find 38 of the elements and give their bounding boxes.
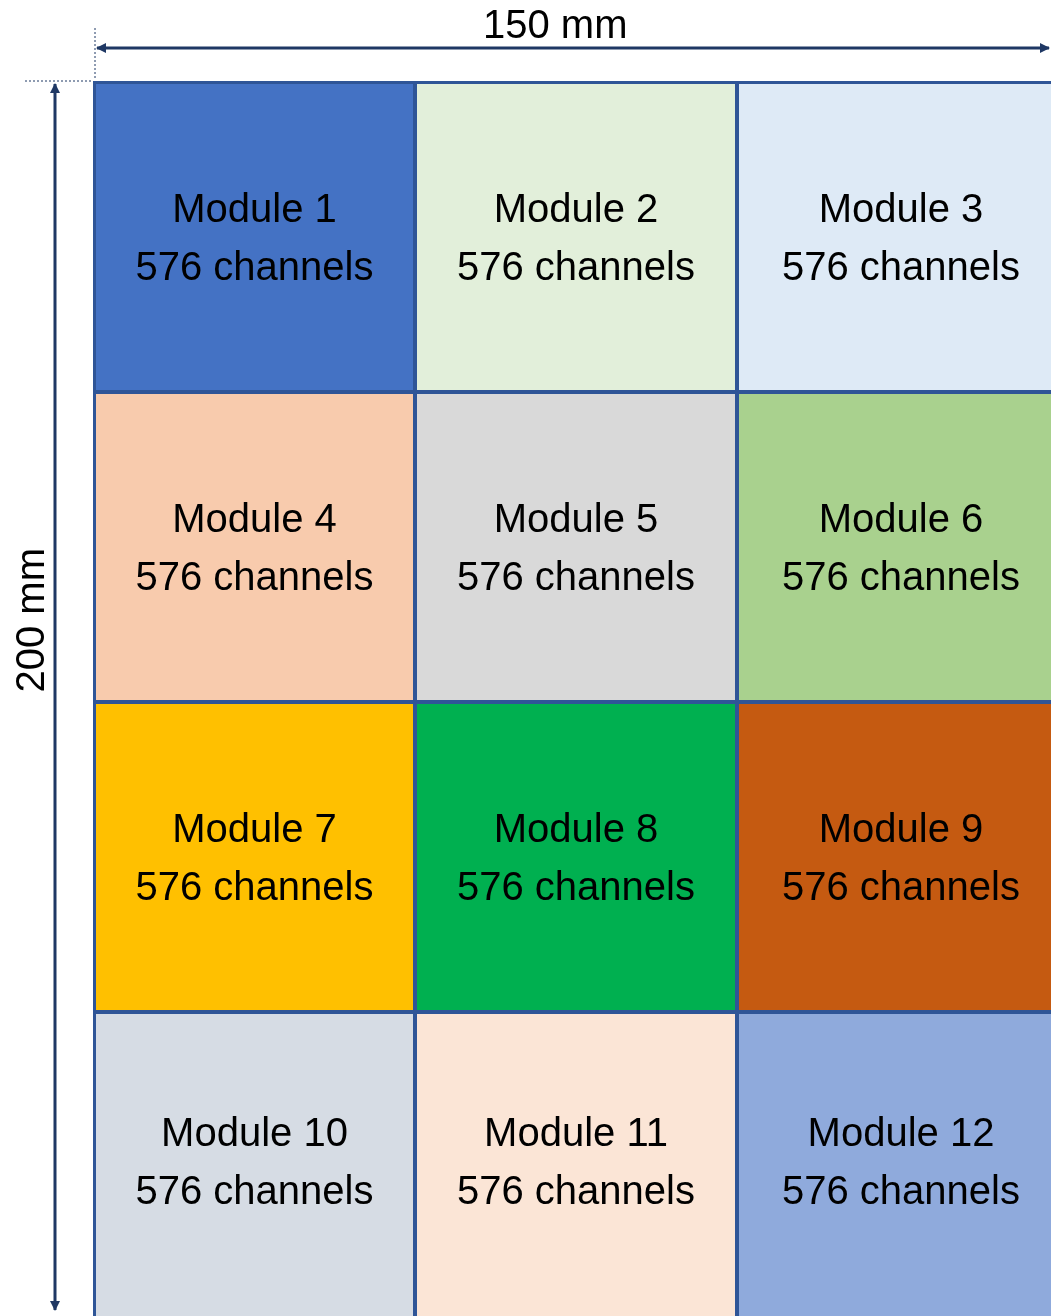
module-tile — [736, 1011, 1051, 1316]
channel-count: 576 channels — [135, 1167, 374, 1214]
module-name: Module 10 — [161, 1109, 348, 1156]
module-tile — [414, 81, 738, 393]
channel-count: 576 channels — [135, 243, 374, 290]
module-name: Module 9 — [818, 805, 984, 852]
module-name: Module 3 — [818, 185, 984, 232]
module-name: Module 12 — [807, 1109, 995, 1156]
dimension-label: 200 mm — [8, 547, 53, 692]
module-name: Module 8 — [493, 805, 659, 852]
channel-count: 576 channels — [782, 243, 1020, 290]
channel-count: 576 channels — [457, 243, 695, 290]
module-name: Module 1 — [172, 185, 337, 232]
module-tile — [93, 81, 416, 393]
module-name: Module 4 — [172, 495, 337, 542]
module-name: Module 11 — [484, 1109, 668, 1156]
module-tile — [414, 391, 738, 703]
module-tile — [736, 701, 1051, 1013]
module-name: Module 2 — [493, 185, 659, 232]
channel-count: 576 channels — [782, 1167, 1020, 1214]
module-name: Module 5 — [493, 495, 659, 542]
channel-count: 576 channels — [457, 863, 695, 910]
dimension-label: 150 mm — [483, 2, 628, 47]
channel-count: 576 channels — [782, 863, 1020, 910]
module-tile — [93, 391, 416, 703]
module-name: Module 7 — [172, 805, 337, 852]
channel-count: 576 channels — [135, 553, 374, 600]
channel-count: 576 channels — [457, 1167, 695, 1214]
channel-count: 576 channels — [135, 863, 374, 910]
module-tile — [414, 701, 738, 1013]
channel-count: 576 channels — [457, 553, 695, 600]
module-name: Module 6 — [818, 495, 984, 542]
module-tile — [93, 701, 416, 1013]
channel-count: 576 channels — [782, 553, 1020, 600]
module-tile — [736, 81, 1051, 393]
module-tile — [93, 1011, 416, 1316]
module-tile — [736, 391, 1051, 703]
module-tile — [414, 1011, 738, 1316]
